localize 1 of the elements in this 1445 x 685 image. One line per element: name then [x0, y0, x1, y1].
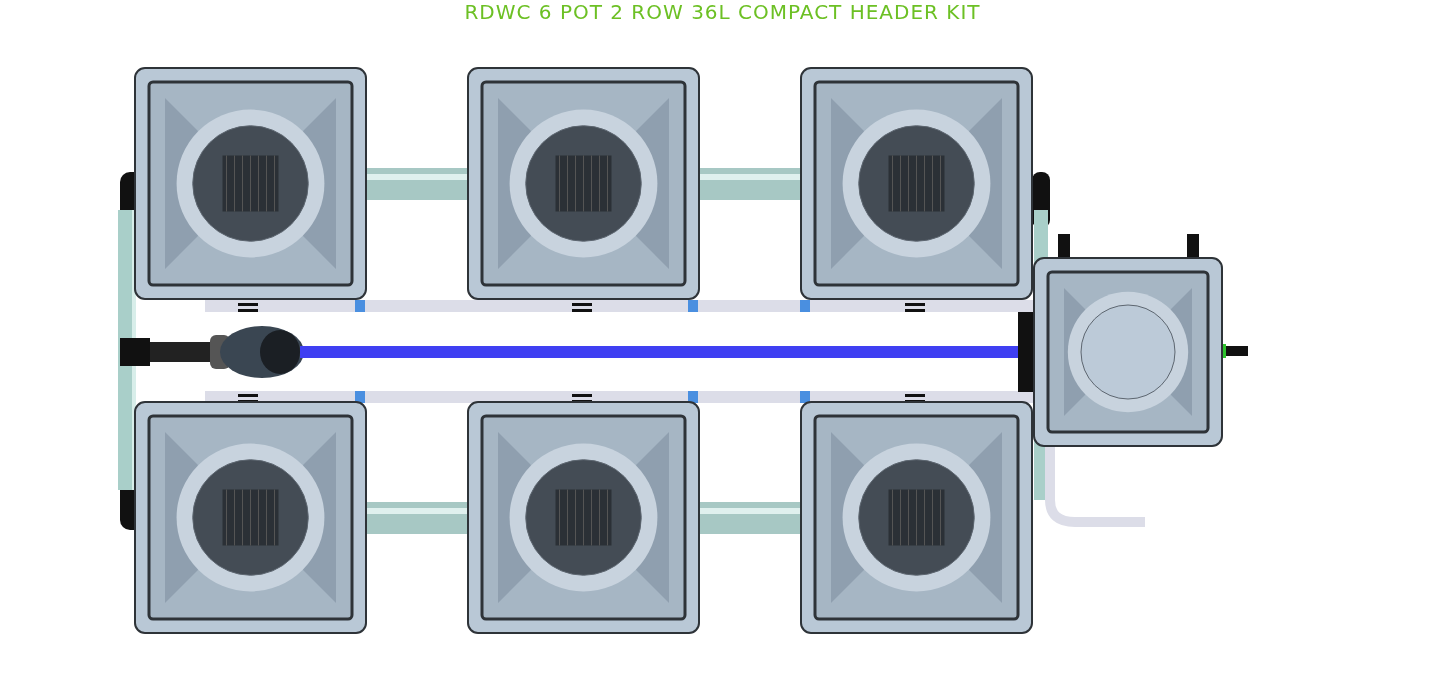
diagram-title: RDWC 6 POT 2 ROW 36L COMPACT HEADER KIT	[463, 0, 982, 24]
